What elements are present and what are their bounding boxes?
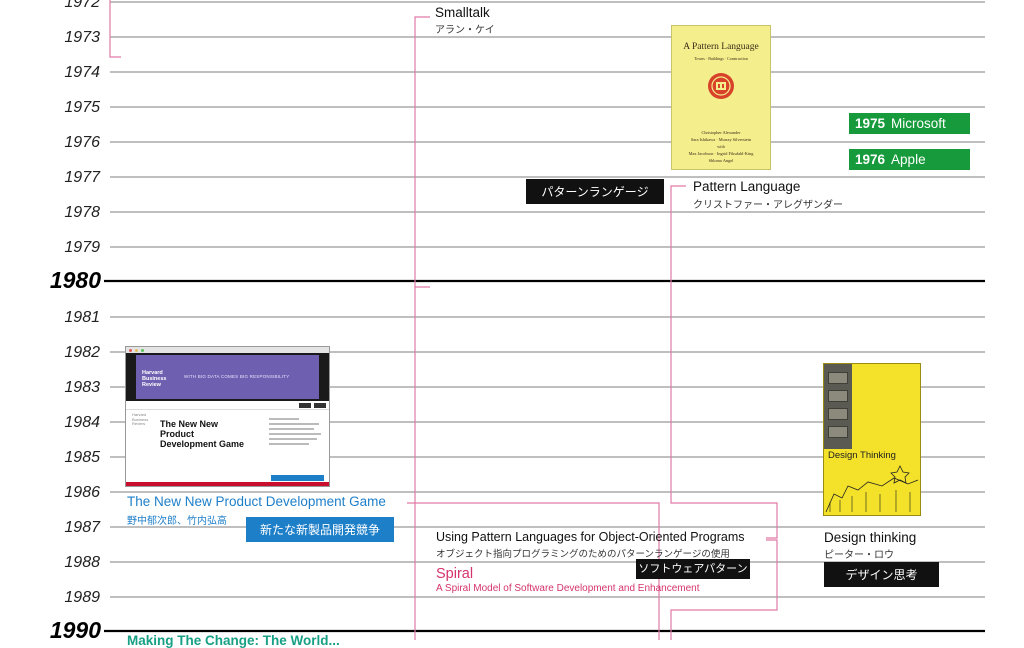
event-sub-smalltalk: アラン・ケイ [435,25,495,36]
year-label-1985: 1985 [64,449,100,466]
hbr-sidebar [269,418,324,452]
badge-microsoft: 1975 Microsoft [849,113,970,134]
year-label-1972: 1972 [64,0,100,11]
hbr-brand: Harvard Business Review [142,370,167,388]
event-title-pattern-language: Pattern Language [693,179,801,194]
decade-lines [104,279,985,633]
book-cover-design-thinking: Design Thinking [823,363,921,516]
event-title-pattern-oop: Using Pattern Languages for Object-Orien… [436,530,745,544]
event-title-new-new-product: The New New Product Development Game [127,494,386,509]
book-title: Design Thinking [828,450,896,461]
year-label-1974: 1974 [64,64,100,81]
nav-button [299,403,311,408]
year-label-1980: 1980 [49,267,101,293]
year-label-1975: 1975 [64,99,100,116]
ad-banner: Harvard Business Review WITH BIG DATA CO… [126,353,329,401]
pink-connectors [109,0,778,640]
close-dot-icon [129,348,132,352]
year-label-1978: 1978 [64,204,100,221]
sketch-doodle-icon [825,465,919,513]
year-label-1973: 1973 [64,29,100,46]
tag-pattern-language: パターンランゲージ [526,179,664,204]
seal-icon [708,73,734,99]
ad-text: WITH BIG DATA COMES BIG RESPONSIBILITY [184,374,290,379]
hbr-subscribe-button [271,475,324,481]
book-authors: Christopher Alexander Sara Ishikawa · Mu… [688,130,754,163]
year-label-1982: 1982 [64,344,100,361]
year-label-1986: 1986 [64,484,100,501]
event-title-design-thinking: Design thinking [824,530,917,545]
maximize-dot-icon [141,348,144,352]
tag-new-new-product: 新たな新製品開発競争 [246,517,394,542]
badge-apple: 1976 Apple [849,149,970,170]
book-title: A Pattern Language [683,42,759,52]
book-subtitle: Towns · Buildings · Construction [694,56,748,61]
hbr-footer-bar [126,482,329,486]
year-label-1990: 1990 [49,617,101,643]
event-title-spiral: Spiral [436,566,474,582]
year-label-1988: 1988 [64,554,100,571]
tag-software-pattern: ソフトウェアパターン [636,559,750,579]
hbr-article-title: The New New Product Development Game [160,419,245,449]
hbr-logo: Harvard Business Review [132,412,149,426]
year-label-1981: 1981 [64,309,100,326]
year-label-1977: 1977 [64,169,100,186]
hbr-article-screenshot: Harvard Business Review WITH BIG DATA CO… [125,346,330,487]
event-title-cut-off: Making The Change: The World... [127,633,340,648]
event-sub-pattern-language: クリストファー・アレグザンダー [693,200,843,211]
book-cover-a-pattern-language: A Pattern Language Towns · Buildings · C… [671,25,771,170]
year-label-1984: 1984 [64,414,100,431]
book-photo [824,364,852,449]
event-sub-design-thinking: ピーター・ロウ [824,550,894,561]
event-title-smalltalk: Smalltalk [435,5,490,20]
event-sub-pattern-oop: オブジェクト指向プログラミングのためのパターンランゲージの使用 [436,549,730,560]
year-label-1987: 1987 [64,519,100,536]
tag-design-thinking: デザイン思考 [824,562,939,587]
event-sub-spiral: A Spiral Model of Software Development a… [436,583,700,594]
year-label-1983: 1983 [64,379,100,396]
hbr-navbar [126,401,329,410]
year-label-1976: 1976 [64,134,100,151]
year-label-1979: 1979 [64,239,100,256]
event-sub-new-new-product: 野中郁次郎、竹内弘高 [127,516,227,527]
year-label-1989: 1989 [64,589,100,606]
nav-button [314,403,326,408]
minimize-dot-icon [135,348,138,352]
